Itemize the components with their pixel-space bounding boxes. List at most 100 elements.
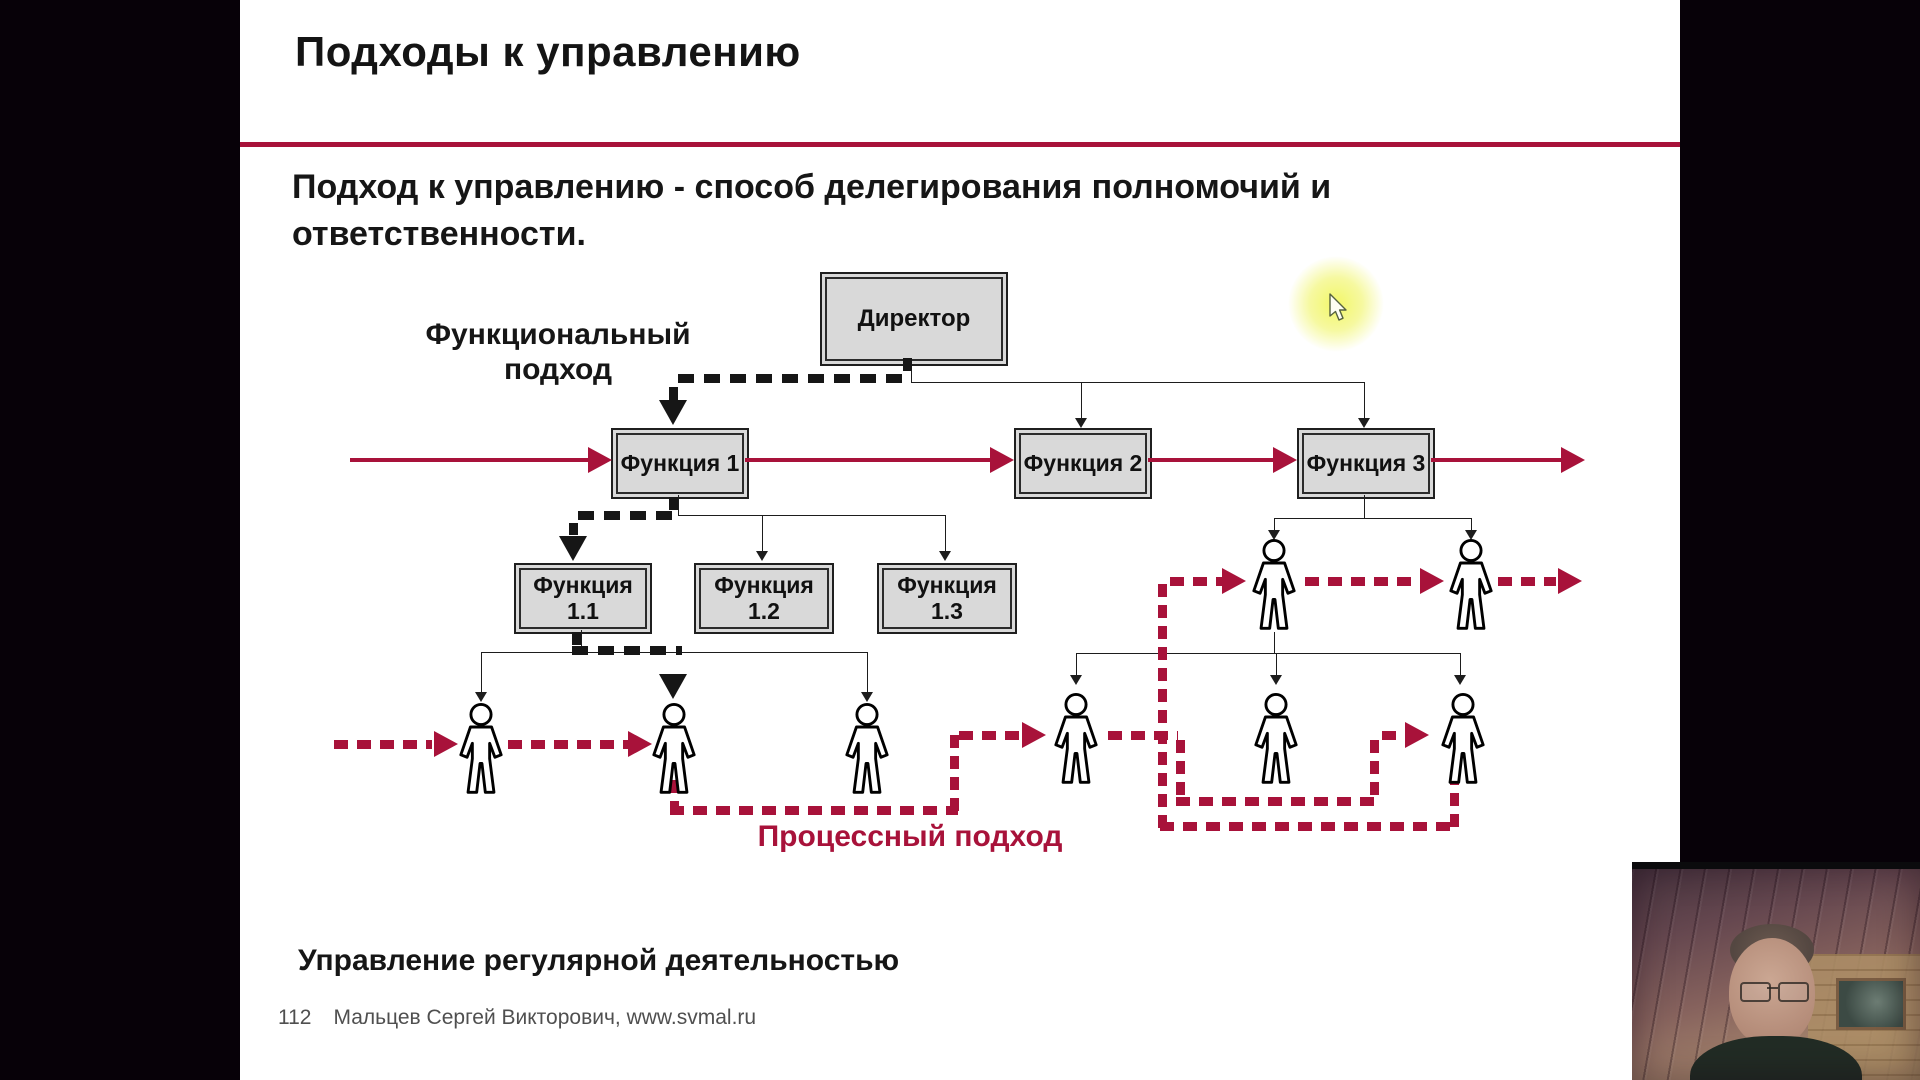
footer: 112 Мальцев Сергей Викторович, www.svmal…	[278, 1006, 756, 1030]
dash	[669, 387, 678, 400]
dash	[1158, 584, 1167, 828]
person-figure	[845, 703, 889, 794]
dash	[959, 731, 1021, 740]
black-arrowhead	[659, 400, 687, 425]
red-arrowhead	[1420, 568, 1444, 594]
box-function-3-label: Функция 3	[1306, 449, 1426, 476]
line	[581, 630, 582, 653]
process-approach-label: Процессный подход	[757, 820, 1063, 853]
box-function-2-label: Функция 2	[1023, 449, 1143, 476]
black-arrowhead	[659, 674, 687, 699]
arrowhead	[1465, 530, 1477, 540]
author-credit: Мальцев Сергей Викторович, www.svmal.ru	[333, 1006, 757, 1029]
arrowhead	[1358, 418, 1370, 428]
dash	[1382, 731, 1402, 740]
red-line-segment	[745, 458, 990, 462]
page-number: 112	[278, 1006, 312, 1029]
arrowhead	[1075, 418, 1087, 428]
functional-approach-label: Функциональный подход	[425, 318, 691, 386]
box-function-2: Функция 2	[1014, 428, 1152, 499]
red-arrowhead	[1561, 447, 1585, 473]
box-function-1-1-label: Функция 1.1	[533, 571, 633, 624]
mouse-cursor-icon	[1329, 293, 1347, 321]
box-function-1-1: Функция 1.1	[514, 563, 652, 634]
box-function-1-2: Функция 1.2	[694, 563, 834, 634]
red-line-segment	[1148, 458, 1273, 462]
dash	[1160, 822, 1456, 831]
glasses-lens	[1740, 982, 1771, 1002]
dash	[1450, 772, 1459, 828]
left-black-bar	[0, 0, 240, 1080]
line	[1076, 653, 1077, 677]
video-vignette	[1632, 862, 1920, 1080]
arrowhead	[1454, 675, 1466, 685]
red-arrowhead	[990, 447, 1014, 473]
arrowhead	[756, 551, 768, 561]
dash	[334, 740, 432, 749]
dash	[903, 358, 912, 376]
dash	[950, 735, 959, 811]
line	[911, 382, 1365, 383]
line	[1364, 382, 1365, 420]
picture-frame	[1836, 978, 1906, 1030]
red-arrowhead	[1558, 568, 1582, 594]
dash	[1305, 577, 1417, 586]
dash	[1176, 797, 1376, 806]
dash	[678, 374, 910, 383]
box-function-1-label: Функция 1	[620, 449, 740, 476]
person-figure	[1441, 693, 1485, 784]
dash	[1170, 577, 1222, 586]
line	[945, 515, 946, 553]
dash	[578, 511, 678, 520]
page-title: Подходы к управлению	[295, 28, 801, 75]
person-figure	[1449, 539, 1493, 630]
box-function-1-2-label: Функция 1.2	[714, 571, 814, 624]
box-function-1-3-label: Функция 1.3	[897, 571, 997, 624]
line	[1274, 518, 1275, 532]
box-director-label: Директор	[857, 304, 971, 332]
bottom-note: Управление регулярной деятельностью	[298, 944, 900, 977]
line	[1460, 653, 1461, 677]
dash	[1176, 740, 1185, 802]
arrowhead	[939, 551, 951, 561]
red-line-segment	[350, 458, 588, 462]
arrowhead	[1070, 675, 1082, 685]
red-arrowhead	[628, 731, 652, 757]
box-director: Директор	[820, 272, 1008, 366]
definition-text: Подход к управлению - способ делегирован…	[292, 168, 1332, 253]
person-figure	[1254, 693, 1298, 784]
line	[481, 652, 482, 694]
dash	[572, 646, 682, 655]
red-line-segment	[1431, 458, 1561, 462]
line	[1276, 653, 1277, 677]
box-function-3: Функция 3	[1297, 428, 1435, 499]
dash	[669, 497, 678, 513]
arrowhead	[475, 692, 487, 702]
arrowhead	[861, 692, 873, 702]
dash	[670, 780, 679, 812]
line	[678, 495, 679, 516]
line	[867, 652, 868, 694]
dash	[1108, 731, 1178, 740]
webcam-video-overlay	[1632, 862, 1920, 1080]
presenter-glasses	[1738, 982, 1809, 1002]
box-function-1-3: Функция 1.3	[877, 563, 1017, 634]
line	[1076, 653, 1460, 654]
dash	[1370, 740, 1379, 802]
dash	[508, 740, 628, 749]
red-arrowhead	[434, 731, 458, 757]
person-figure	[1054, 693, 1098, 784]
red-arrowhead	[1022, 722, 1046, 748]
red-arrowhead	[1222, 568, 1246, 594]
dash	[572, 632, 581, 648]
line	[1081, 382, 1082, 420]
dash	[569, 523, 578, 535]
line	[762, 515, 763, 553]
line	[1274, 632, 1275, 654]
presenter-face	[1729, 938, 1815, 1046]
glasses-lens	[1778, 982, 1809, 1002]
line	[678, 515, 946, 516]
red-arrowhead	[588, 447, 612, 473]
glasses-bridge	[1767, 987, 1778, 989]
